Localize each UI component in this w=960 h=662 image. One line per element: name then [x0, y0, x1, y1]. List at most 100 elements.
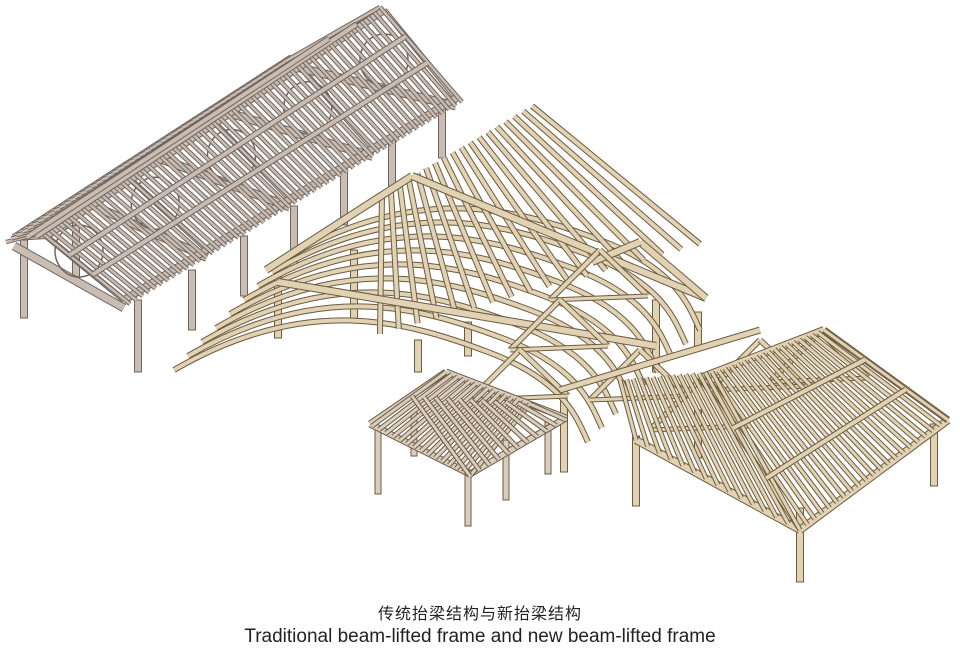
- pavilion-rafter: [493, 400, 539, 438]
- traditional-rafter: [275, 75, 361, 166]
- traditional-tie-beam: [12, 242, 126, 312]
- traditional-rafter: [99, 192, 189, 270]
- traditional-rafter: [223, 110, 310, 197]
- new-rafter: [415, 172, 458, 314]
- traditional-rafter: [216, 114, 304, 201]
- traditional-purlin: [91, 61, 429, 277]
- pavilion-rafter: [392, 377, 465, 438]
- traditional-rafter: [119, 179, 208, 259]
- traditional-rafter: [197, 127, 285, 212]
- traditional-rafter: [177, 140, 265, 224]
- new-purlin: [186, 304, 604, 429]
- traditional-rafter: [379, 6, 463, 103]
- new-rafter: [631, 378, 661, 454]
- new-post: [632, 435, 640, 507]
- traditional-rafter: [283, 5, 381, 64]
- new-rafter: [521, 109, 683, 251]
- pavilion-rafter: [529, 402, 567, 422]
- traditional-rafter: [242, 97, 329, 185]
- new-rafter: [530, 104, 702, 246]
- new-rafter: [736, 362, 846, 498]
- traditional-rafter: [314, 49, 400, 142]
- new-rafter: [651, 376, 696, 473]
- traditional-rafter: [73, 210, 163, 286]
- new-purlin: [228, 262, 646, 387]
- traditional-rafter: [359, 19, 444, 115]
- new-rafter: [677, 374, 743, 499]
- new-rafter: [810, 333, 935, 433]
- traditional-rafter: [268, 80, 355, 169]
- traditional-rafter: [184, 136, 272, 220]
- new-eave-beam: [559, 327, 761, 393]
- new-rafter: [779, 345, 898, 460]
- new-rafter: [477, 135, 589, 277]
- traditional-rafter: [229, 106, 317, 193]
- new-purlin: [764, 387, 907, 481]
- traditional-rafter: [294, 62, 380, 154]
- traditional-post: [388, 137, 396, 191]
- pavilion-rafter: [371, 370, 447, 428]
- new-ridge-beam: [410, 173, 708, 301]
- new-rafter: [723, 367, 831, 509]
- traditional-rafter: [190, 132, 278, 216]
- traditional-rafter: [288, 66, 374, 158]
- new-rafter: [495, 125, 627, 267]
- new-rafter: [406, 178, 439, 319]
- pavilion-rafter: [385, 375, 459, 435]
- traditional-rafter: [255, 88, 342, 177]
- new-rafter: [512, 114, 664, 257]
- new-gable-rafter: [638, 239, 708, 301]
- new-truss-tie: [549, 294, 649, 302]
- new-post: [350, 249, 358, 321]
- new-truss-rafter: [548, 248, 602, 302]
- traditional-rafter: [281, 71, 368, 162]
- new-rafter: [424, 167, 477, 309]
- traditional-rafter: [86, 201, 176, 278]
- new-gable-beam: [264, 173, 414, 273]
- new-rafter: [823, 328, 949, 422]
- traditional-purlin: [35, 22, 358, 239]
- traditional-rafter: [164, 149, 253, 232]
- traditional-rafter: [307, 53, 393, 146]
- new-rafter: [767, 350, 883, 471]
- traditional-rafter: [151, 158, 240, 239]
- new-rafter: [717, 369, 824, 515]
- traditional-rafter: [320, 45, 406, 138]
- new-rafter: [658, 375, 708, 480]
- traditional-rafter: [106, 188, 195, 267]
- new-rafter: [697, 372, 778, 518]
- new-rafter: [684, 373, 755, 505]
- traditional-rafter: [236, 101, 323, 189]
- pavilion-rafter: [406, 382, 477, 445]
- new-rafter: [785, 343, 905, 455]
- traditional-rafter: [210, 119, 297, 204]
- pavilion-rafter: [434, 396, 491, 466]
- traditional-rafter: [145, 162, 233, 243]
- caption-chinese: 传统抬梁结构与新抬梁结构: [377, 604, 582, 623]
- new-rafter: [773, 348, 890, 466]
- new-rafter: [397, 183, 420, 324]
- traditional-post: [438, 107, 446, 159]
- new-rafter: [754, 355, 868, 482]
- traditional-beam-lifted-frame: [5, 5, 464, 373]
- new-truss-tie: [509, 344, 609, 352]
- traditional-rafter: [80, 205, 170, 282]
- new-beam-lifted-frame: [172, 103, 951, 583]
- pavilion-rafter: [468, 403, 532, 477]
- pavilion-rafter: [446, 397, 500, 461]
- traditional-rafter: [41, 232, 131, 305]
- new-rafter: [468, 141, 570, 283]
- traditional-rafter: [125, 175, 214, 255]
- traditional-rafter: [93, 197, 182, 274]
- traditional-rafter: [372, 10, 457, 107]
- traditional-purlin: [25, 37, 330, 239]
- new-rafter: [804, 336, 927, 438]
- new-purlin: [172, 318, 590, 443]
- traditional-rafter: [67, 214, 157, 290]
- new-truss-rafter: [598, 248, 650, 298]
- traditional-rafter: [333, 36, 419, 131]
- pavilion-post: [374, 425, 382, 495]
- pavilion-rafter: [469, 398, 520, 450]
- new-post: [796, 507, 804, 583]
